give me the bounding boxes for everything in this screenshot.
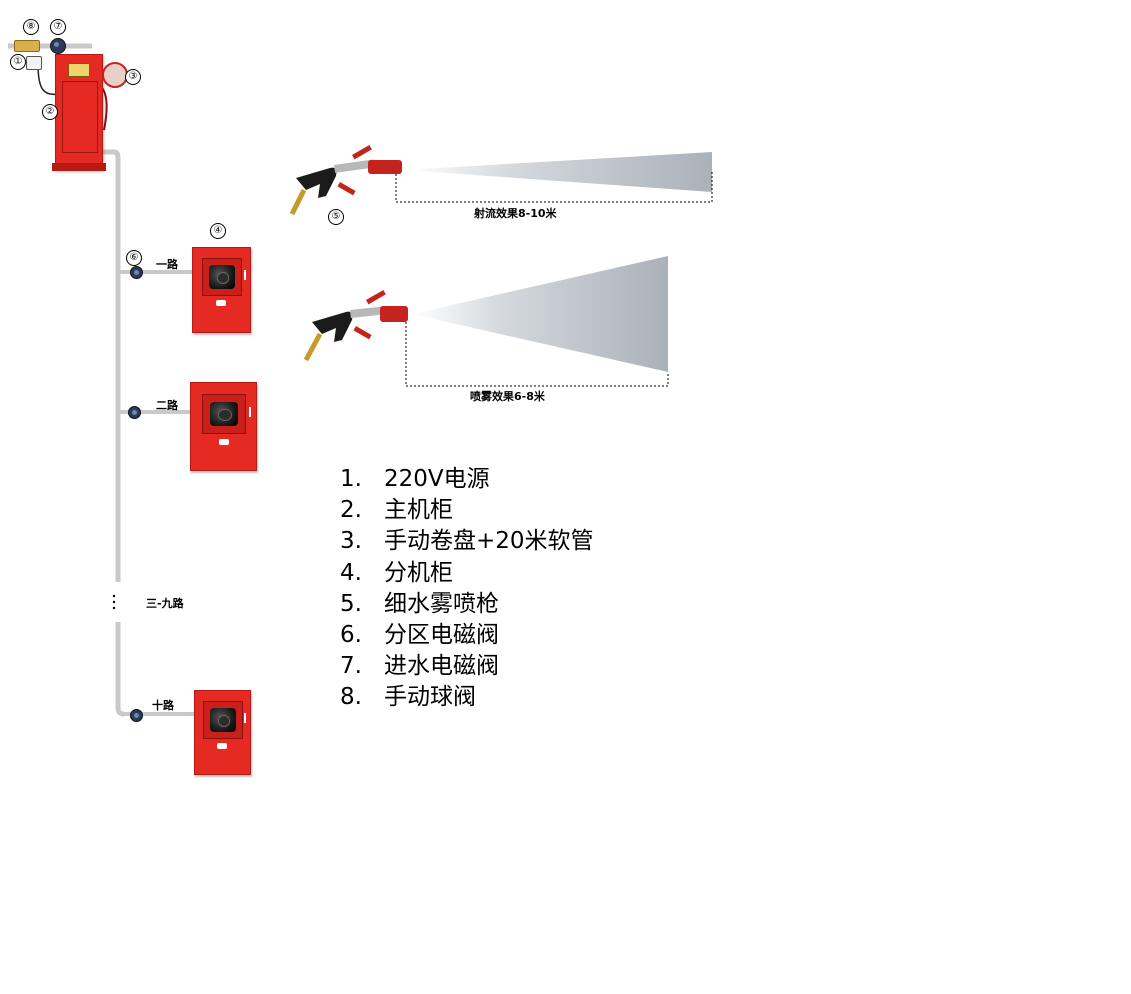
legend-item: 8.手动球阀 — [340, 684, 476, 711]
zone-solenoid-valve-1 — [130, 266, 143, 279]
cabinet-handle — [244, 713, 246, 723]
cabinet-handle — [249, 407, 251, 417]
branch-label-1: 一路 — [156, 258, 178, 271]
reel-icon — [210, 708, 236, 732]
mist-spray — [412, 256, 668, 372]
sub-cabinet-1 — [192, 247, 251, 333]
callout-1: ① — [10, 54, 26, 70]
main-cabinet-base — [52, 163, 106, 171]
legend-item: 5.细水雾喷枪 — [340, 590, 499, 617]
legend-item: 3.手动卷盘+20米软管 — [340, 528, 594, 555]
main-cabinet-panel — [62, 81, 98, 153]
mist-effect-label: 喷雾效果6-8米 — [470, 390, 545, 403]
legend-item: 1.220V电源 — [340, 466, 490, 492]
mist-range-bracket — [405, 318, 669, 387]
inlet-solenoid-valve — [50, 38, 66, 54]
hose-reel — [102, 62, 128, 88]
legend-item: 4.分机柜 — [340, 559, 453, 586]
legend-item: 2.主机柜 — [340, 497, 453, 524]
zone-solenoid-valve-2 — [128, 406, 141, 419]
main-riser-pipe-lower — [115, 622, 125, 717]
spray-gun-mist — [303, 290, 408, 362]
legend-item: 6.分区电磁阀 — [340, 622, 499, 649]
reel-icon — [210, 402, 238, 426]
legend-list: 1.220V电源 2.主机柜 3.手动卷盘+20米软管 4.分机柜 5.细水雾喷… — [340, 464, 594, 714]
cabinet-badge — [216, 300, 226, 306]
callout-5: ⑤ — [328, 209, 344, 225]
sub-cabinet-2 — [190, 382, 257, 471]
jet-effect-label: 射流效果8-10米 — [474, 207, 557, 220]
main-cabinet-display — [68, 63, 90, 77]
manual-ball-valve — [14, 40, 40, 52]
branch-label-10: 十路 — [152, 699, 174, 712]
callout-6: ⑥ — [126, 250, 142, 266]
branch-label-2: 二路 — [156, 399, 178, 412]
callout-3: ③ — [125, 69, 141, 85]
reel-icon — [209, 265, 235, 289]
callout-2: ② — [42, 104, 58, 120]
continuation-dots — [112, 594, 116, 610]
power-socket — [26, 56, 42, 70]
sub-cabinet-10 — [194, 690, 251, 775]
main-cabinet — [52, 54, 106, 171]
branch-label-3-9: 三-九路 — [146, 597, 184, 610]
cabinet-badge — [217, 743, 227, 749]
zone-solenoid-valve-10 — [130, 709, 143, 722]
main-riser-pipe — [96, 149, 121, 582]
callout-4: ④ — [210, 223, 226, 239]
spray-gun-jet — [289, 144, 402, 216]
jet-range-bracket — [395, 170, 713, 203]
callout-7: ⑦ — [50, 19, 66, 35]
jet-spray — [404, 152, 712, 192]
legend-item: 7.进水电磁阀 — [340, 653, 499, 680]
callout-8: ⑧ — [23, 19, 39, 35]
cabinet-badge — [219, 439, 229, 445]
cabinet-handle — [244, 270, 246, 280]
